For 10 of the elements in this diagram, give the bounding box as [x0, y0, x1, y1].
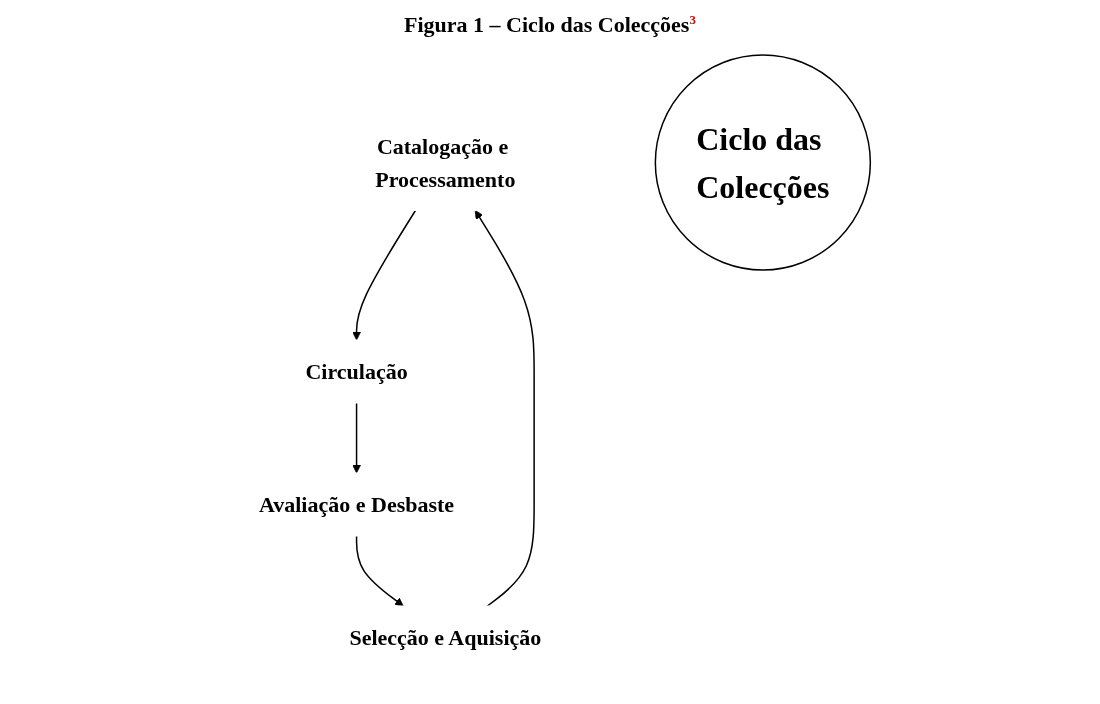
arrow — [356, 535, 404, 607]
node-circle: Ciclo das Colecções — [654, 54, 872, 272]
node-text: Catalogação e Processamento — [375, 133, 516, 192]
node-text: Circulação — [305, 359, 409, 385]
node-text: Avaliação e Desbaste — [259, 492, 455, 518]
figure-title: Figura 1 – Ciclo das Colecções$^{3}$ — [403, 12, 697, 39]
arrow — [352, 402, 362, 474]
arrow — [475, 210, 536, 608]
node-text: Selecção e Aquisição — [349, 625, 542, 651]
arrow — [352, 210, 417, 341]
